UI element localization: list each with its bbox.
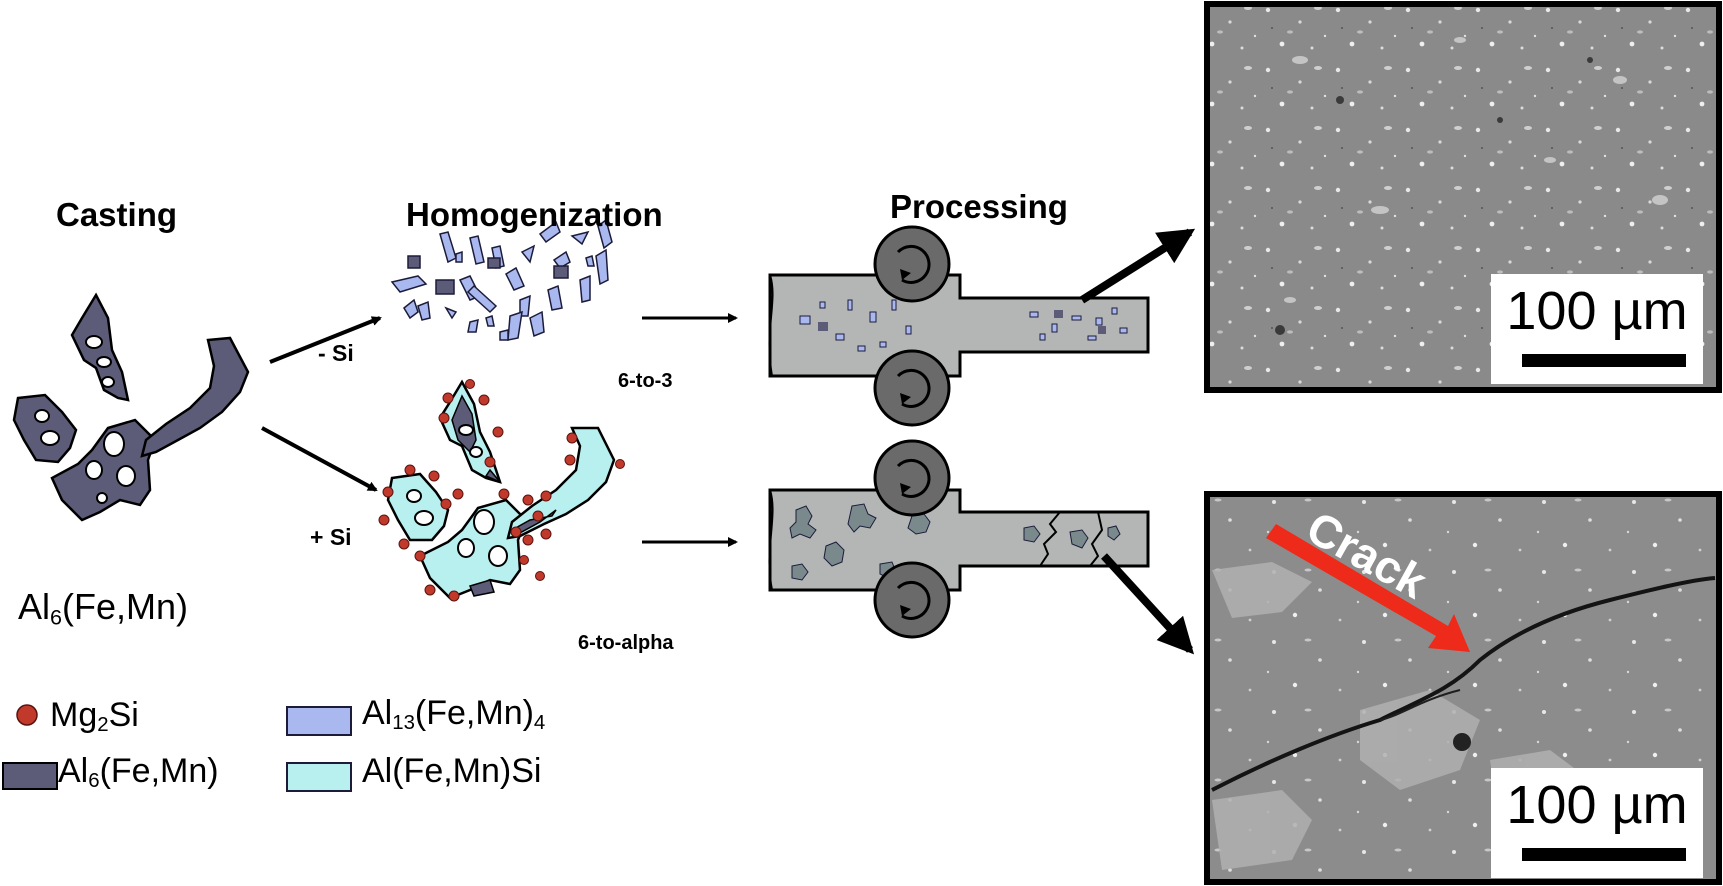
stage-processing-title: Processing — [890, 188, 1068, 225]
scale-bar-label-top: 100 µm — [1506, 281, 1688, 341]
slab-top-particles — [799, 299, 1128, 352]
legend-mg2si-swatch — [16, 704, 38, 726]
sem-crack-line — [1211, 576, 1716, 792]
legend-al6-swatch — [2, 762, 58, 790]
label-6-to-alpha: 6-to-alpha — [578, 632, 674, 654]
slab-bottom — [768, 488, 1150, 592]
homogenized-al13-fragments — [390, 218, 613, 341]
arrow-plus-si — [261, 426, 378, 492]
micrograph-top — [1204, 1, 1722, 393]
stage-casting-title: Casting — [56, 196, 178, 233]
alpha-holes — [406, 424, 508, 567]
slab-bottom-clusters — [789, 503, 1121, 581]
label-minus-si: - Si — [318, 340, 354, 366]
label-6-to-3: 6-to-3 — [618, 370, 673, 392]
crack-arrow — [1266, 524, 1470, 652]
legend-al13-label: Al13(Fe,Mn)4 — [362, 694, 546, 735]
legend-al6-label: Al6(Fe,Mn) — [58, 752, 219, 793]
roll-top-lower — [873, 349, 951, 427]
casting-holes — [34, 335, 136, 504]
legend-mg2si-label: Mg2Si — [50, 696, 139, 737]
legend-al13-swatch — [286, 706, 352, 736]
legend-alpha-label: Al(Fe,Mn)Si — [362, 752, 542, 790]
micrograph-bottom — [1204, 491, 1722, 885]
arrow-to-micrograph-bottom — [1101, 553, 1195, 655]
roll-bottom-upper — [873, 439, 951, 517]
arrow-to-micrograph-top — [1079, 228, 1196, 304]
scale-bar-label-bottom: 100 µm — [1506, 775, 1688, 835]
roll-top-upper — [873, 225, 951, 303]
label-plus-si: + Si — [310, 524, 352, 550]
slab-top-edge-left — [768, 274, 774, 377]
homogenized-al6-remnants — [407, 255, 569, 295]
casting-particles — [12, 292, 250, 522]
slab-bottom-crack — [1039, 511, 1104, 567]
mg2si-precipitates — [378, 379, 625, 602]
slab-bottom-edge-left — [768, 489, 774, 591]
roll-bottom-lower — [873, 561, 951, 639]
slab-top-al6 — [818, 310, 1106, 334]
stage-homogenization-title: Homogenization — [406, 196, 663, 233]
arrow-minus-si — [269, 316, 382, 364]
legend-alpha-swatch — [286, 762, 352, 792]
casting-phase-label: Al6(Fe,Mn) — [18, 586, 189, 630]
